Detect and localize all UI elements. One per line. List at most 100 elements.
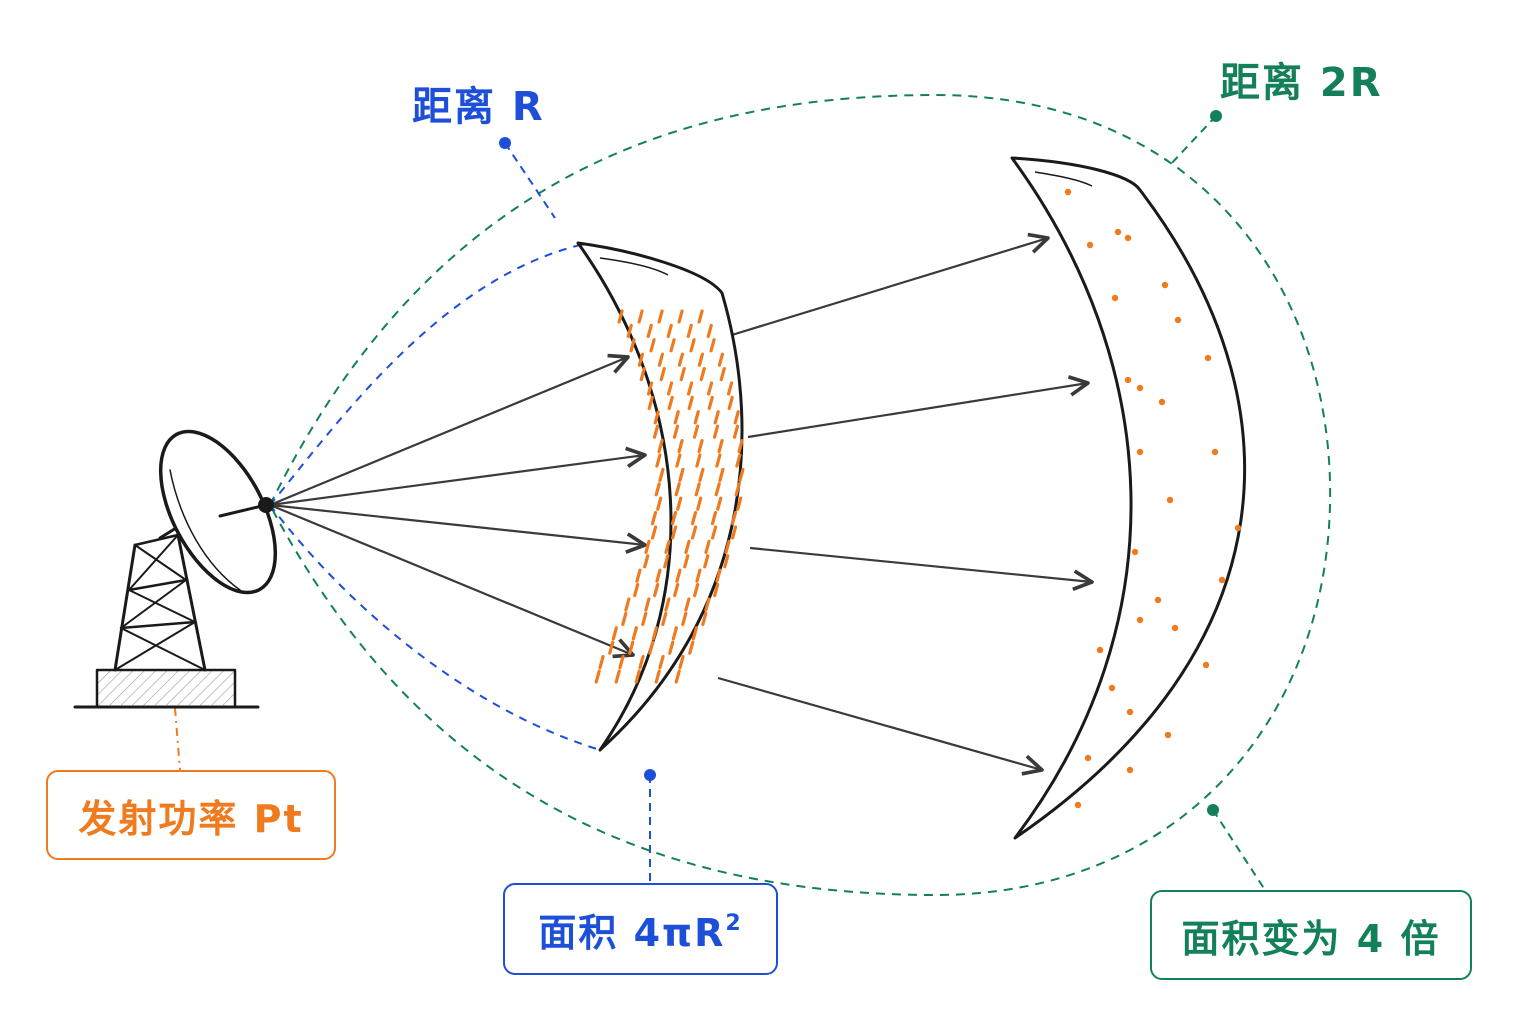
near-mark: [686, 381, 694, 396]
near-mark: [611, 626, 618, 641]
near-mark: [649, 338, 656, 353]
near-mark: [664, 539, 671, 555]
near-mark: [674, 482, 681, 497]
near-mark: [738, 467, 745, 482]
near-mark: [712, 424, 720, 439]
near-mark: [639, 367, 646, 382]
near-mark: [618, 654, 625, 670]
transmit-power-box: 发射功率 Pt: [46, 770, 336, 860]
near-mark: [655, 453, 662, 468]
area-4x-box: 面积变为 4 倍: [1150, 890, 1472, 980]
distance-r-label: 距离 R: [412, 84, 545, 130]
near-mark: [644, 539, 651, 555]
near-mark: [687, 395, 694, 410]
near-mark: [734, 482, 741, 497]
near-mark: [653, 410, 660, 425]
near-mark: [675, 453, 682, 468]
near-mark: [737, 439, 744, 454]
far-mark: [1211, 448, 1219, 456]
near-mark: [695, 568, 702, 583]
near-mark: [730, 510, 738, 526]
near-mark: [692, 424, 700, 439]
near-mark: [667, 395, 674, 410]
distance-r-envelope-lower: [269, 504, 601, 751]
near-mark: [710, 525, 718, 540]
far-mark: [1131, 548, 1139, 556]
far-mark: [1171, 624, 1179, 632]
near-mark: [673, 582, 680, 598]
leader-distance-r: [499, 137, 556, 219]
near-mark: [704, 597, 711, 612]
far-mark: [1084, 754, 1092, 762]
near-mark: [681, 611, 688, 627]
near-mark: [716, 496, 723, 511]
leader-distance-2r: [1169, 110, 1222, 166]
near-mark: [694, 482, 701, 497]
near-mark: [684, 597, 691, 612]
near-mark: [718, 467, 725, 482]
near-mark: [677, 352, 684, 367]
near-mark: [696, 496, 703, 511]
far-mark: [1124, 376, 1132, 384]
near-mark: [727, 395, 734, 410]
near-mark: [732, 424, 740, 439]
far-mark: [1234, 524, 1242, 532]
far-mark: [1158, 398, 1166, 406]
far-mark: [1126, 708, 1134, 716]
near-mark: [697, 309, 704, 324]
near-mark: [669, 338, 676, 353]
near-mark: [698, 467, 705, 482]
near-mark: [683, 554, 690, 569]
far-mark: [1074, 801, 1082, 809]
near-mark: [629, 338, 636, 353]
far-mark: [1161, 281, 1169, 289]
near-mark: [608, 640, 615, 655]
near-mark: [672, 424, 680, 439]
near-mark: [654, 669, 661, 684]
near-mark: [646, 381, 654, 396]
near-mark: [637, 309, 644, 324]
near-mark: [643, 554, 650, 569]
near-mark: [651, 626, 658, 641]
near-mark: [717, 352, 724, 367]
near-mark: [617, 309, 624, 324]
near-mark: [638, 654, 645, 670]
near-mark: [690, 525, 698, 540]
near-mark: [713, 410, 720, 425]
far-mark: [1174, 316, 1182, 324]
near-mark: [706, 323, 713, 338]
area-4x-label: 面积变为 4 倍: [1181, 916, 1441, 961]
near-surface: [576, 241, 745, 752]
near-mark: [663, 554, 670, 569]
near-mark: [621, 611, 628, 627]
near-mark: [715, 568, 722, 583]
leader-area-r: [644, 769, 656, 883]
far-mark: [1218, 576, 1226, 584]
near-mark: [659, 367, 666, 382]
near-mark: [677, 439, 684, 454]
near-mark: [634, 669, 641, 684]
near-mark: [652, 424, 660, 439]
near-mark: [631, 626, 638, 641]
leader-area-4x: [1207, 804, 1266, 891]
near-mark: [707, 395, 714, 410]
near-mark: [678, 654, 685, 670]
near-mark: [726, 381, 734, 396]
near-mark: [701, 611, 708, 627]
near-mark: [635, 568, 642, 583]
far-mark: [1136, 616, 1144, 624]
near-mark: [654, 482, 661, 497]
near-mark: [723, 554, 730, 569]
near-mark: [666, 381, 674, 396]
near-surface-dense-marks: [594, 309, 745, 684]
near-mark: [666, 323, 673, 338]
near-mark: [686, 323, 693, 338]
near-mark: [736, 496, 743, 511]
near-mark: [655, 568, 662, 583]
near-mark: [689, 338, 696, 353]
near-mark: [688, 640, 695, 655]
distance-2r-label: 距离 2R: [1220, 60, 1383, 106]
far-surface: [1010, 156, 1247, 840]
